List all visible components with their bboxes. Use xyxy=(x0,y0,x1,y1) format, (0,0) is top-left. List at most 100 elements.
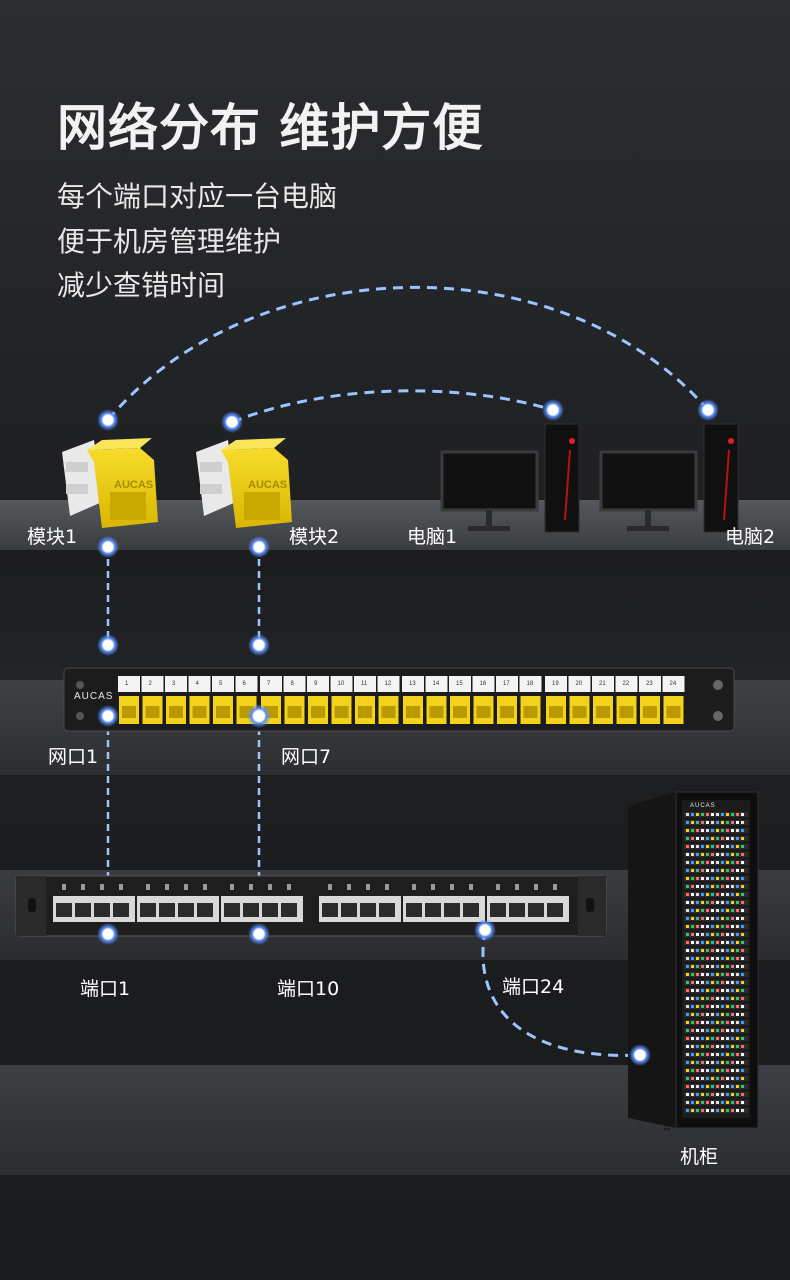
cabinet-cable xyxy=(686,1045,689,1048)
cabinet-cable xyxy=(736,981,739,984)
cabinet-cable xyxy=(696,869,699,872)
cabinet-cable xyxy=(686,1093,689,1096)
cabinet-cable xyxy=(706,941,709,944)
cabinet-cable xyxy=(721,989,724,992)
cabinet-cable xyxy=(721,1021,724,1024)
cabinet-cable xyxy=(716,997,719,1000)
cabinet-cable xyxy=(701,1109,704,1112)
cabinet-cable xyxy=(691,829,694,832)
cabinet-cable xyxy=(741,845,744,848)
cabinet-cable xyxy=(711,1069,714,1072)
cabinet-cable xyxy=(741,917,744,920)
subtitle-line-1: 每个端口对应一台电脑 xyxy=(57,180,338,213)
cabinet-cable xyxy=(706,1061,709,1064)
cabinet-cable xyxy=(716,1013,719,1016)
cabinet-cable xyxy=(696,885,699,888)
cabinet-cable xyxy=(741,1093,744,1096)
cabinet-cable xyxy=(721,973,724,976)
cabinet-cable xyxy=(741,925,744,928)
label-jack1: 端口1 xyxy=(80,978,131,1000)
cabinet-cable xyxy=(741,949,744,952)
cabinet-cable xyxy=(701,973,704,976)
cabinet-cable xyxy=(731,821,734,824)
cabinet-cable xyxy=(706,853,709,856)
cabinet-cable xyxy=(736,893,739,896)
cabinet-cable xyxy=(716,1109,719,1112)
cabinet-cable xyxy=(706,1077,709,1080)
cabinet-cable xyxy=(711,1053,714,1056)
cabinet-cable xyxy=(696,989,699,992)
cabinet-cable xyxy=(716,845,719,848)
cabinet-cable xyxy=(711,1101,714,1104)
cabinet-cable xyxy=(731,957,734,960)
cabinet-cable xyxy=(716,957,719,960)
cabinet-cable xyxy=(706,965,709,968)
patch-label-strip xyxy=(235,676,258,692)
cabinet-cable xyxy=(696,1109,699,1112)
cabinet-cable xyxy=(706,829,709,832)
cabinet-cable xyxy=(711,989,714,992)
cabinet-cable xyxy=(741,1029,744,1032)
cabinet-cable xyxy=(711,933,714,936)
cabinet-cable xyxy=(706,973,709,976)
cabinet-cable xyxy=(696,1101,699,1104)
patch-port-number: 22 xyxy=(622,681,630,687)
cabinet-cable xyxy=(691,1069,694,1072)
cabinet-cable xyxy=(716,1101,719,1104)
patch-label-strip xyxy=(472,676,495,692)
cabinet-cable xyxy=(726,901,729,904)
patch-port-number: 18 xyxy=(526,681,534,687)
cabinet-cable xyxy=(736,821,739,824)
label-jack24: 端口24 xyxy=(502,976,565,998)
switch-port-led xyxy=(184,884,188,890)
cabinet-cable xyxy=(706,885,709,888)
cabinet-cable xyxy=(706,1029,709,1032)
cabinet-cable xyxy=(741,813,744,816)
cabinet-cable xyxy=(711,941,714,944)
cabinet-cable xyxy=(691,981,694,984)
cabinet-cable xyxy=(736,1069,739,1072)
cabinet-cable xyxy=(726,1005,729,1008)
cabinet-cable xyxy=(726,1109,729,1112)
cabinet-cable xyxy=(706,893,709,896)
cabinet-cable xyxy=(696,949,699,952)
label-cabinet: 机柜 xyxy=(680,1146,719,1168)
cabinet-cable xyxy=(721,813,724,816)
cabinet-cable xyxy=(731,1053,734,1056)
cabinet-cable xyxy=(726,1013,729,1016)
switch-port xyxy=(197,903,213,917)
switch-port-led xyxy=(534,884,538,890)
cabinet-cable xyxy=(686,933,689,936)
switch-port xyxy=(360,903,376,917)
switch-port-led xyxy=(100,884,104,890)
cabinet-cable xyxy=(691,821,694,824)
cabinet-cable xyxy=(716,1029,719,1032)
patch-label-strip xyxy=(592,676,614,692)
cabinet-cable xyxy=(736,837,739,840)
cabinet-cable xyxy=(716,1005,719,1008)
patch-port-opening xyxy=(476,706,491,718)
cabinet-cable xyxy=(716,853,719,856)
server-cabinet xyxy=(628,791,759,1138)
cabinet-cable xyxy=(726,949,729,952)
cabinet-cable xyxy=(716,941,719,944)
cabinet-cable xyxy=(721,957,724,960)
cabinet-cable xyxy=(721,1101,724,1104)
cabinet-cable xyxy=(701,933,704,936)
cabinet-cable xyxy=(706,821,709,824)
switch-port xyxy=(140,903,156,917)
cabinet-cable xyxy=(711,885,714,888)
cabinet-cable xyxy=(686,1029,689,1032)
cabinet-cable xyxy=(721,837,724,840)
cabinet-cable xyxy=(726,1077,729,1080)
cabinet-cable xyxy=(691,813,694,816)
patch-port-opening xyxy=(192,706,207,718)
cabinet-cable xyxy=(721,949,724,952)
cabinet-cable xyxy=(696,1053,699,1056)
cabinet-cable xyxy=(731,973,734,976)
cabinet-cable xyxy=(701,829,704,832)
cabinet-cable xyxy=(716,925,719,928)
cabinet-cable xyxy=(726,837,729,840)
switch-port xyxy=(94,903,110,917)
cabinet-cable xyxy=(731,997,734,1000)
